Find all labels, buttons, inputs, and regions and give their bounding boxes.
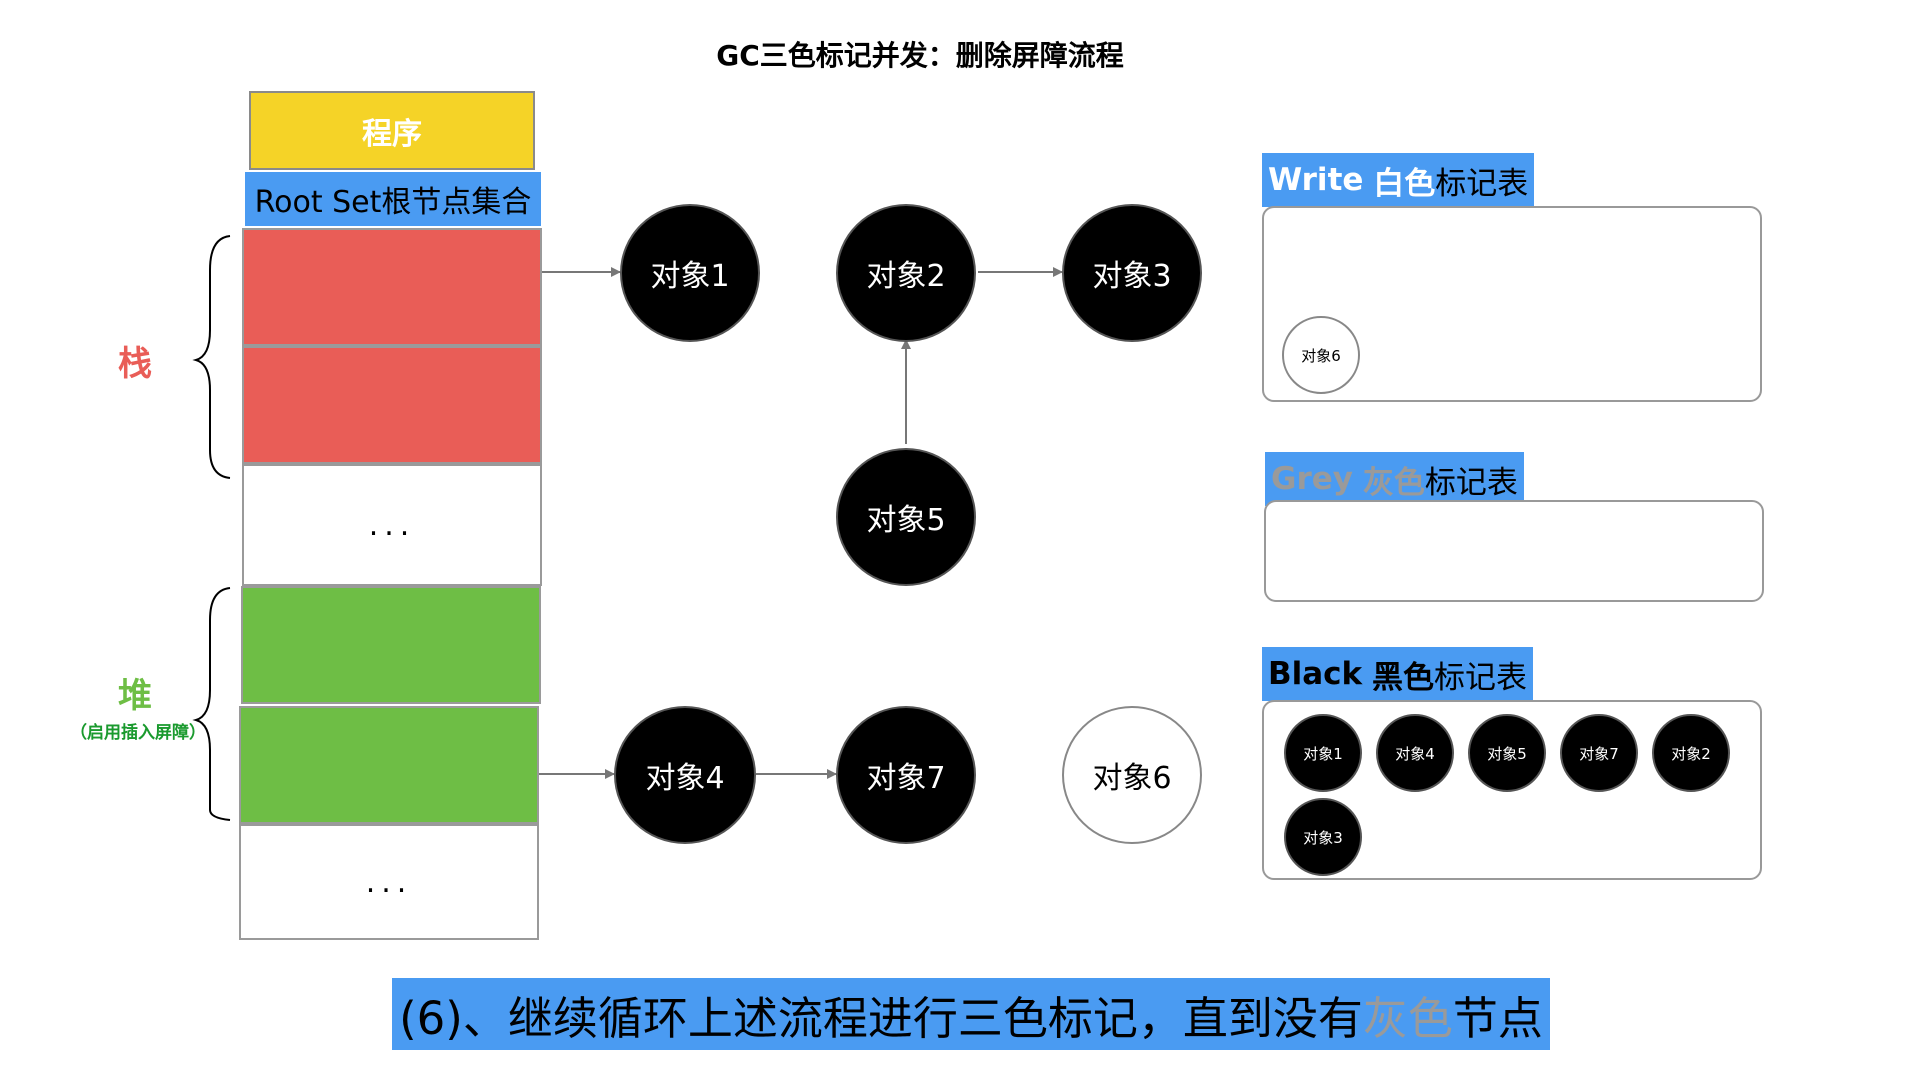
node-obj7: 对象7 [836,706,976,844]
black-table-item: 对象3 [1284,798,1362,876]
node-obj3: 对象3 [1062,204,1202,342]
diagram-title: GC三色标记并发：删除屏障流程 [716,39,1124,72]
stack-cell-1 [242,228,542,346]
grey-table-color-word: 灰色 [1362,464,1425,501]
black-table-en: Black [1268,656,1363,692]
caption-suffix: 节点 [1452,991,1543,1045]
grey-table-panel [1264,500,1764,602]
caption-prefix: (6)、继续循环上述流程进行三色标记，直到没有 [399,991,1363,1045]
stack-brace [192,235,231,479]
black-table-panel: 对象1 对象4 对象5 对象7 对象2 对象3 [1262,700,1762,880]
white-table-color-word: 白色 [1373,165,1436,202]
caption-highlight: 灰色 [1362,991,1453,1045]
node-obj1: 对象1 [620,204,760,342]
black-table-item: 对象4 [1376,714,1454,792]
root-set-label: Root Set根节点集合 [245,172,541,226]
node-obj4: 对象4 [614,706,756,844]
grey-table-suffix: 标记表 [1424,464,1518,501]
heap-label: 堆 [118,676,152,716]
step-caption-banner: (6)、继续循环上述流程进行三色标记，直到没有灰色节点 [392,978,1550,1050]
node-obj2: 对象2 [836,204,976,342]
heap-ellipsis-cell: ... [239,824,539,940]
program-box: 程序 [249,91,535,170]
black-table-item: 对象2 [1652,714,1730,792]
heap-cell-2 [239,706,539,824]
stack-cell-2 [242,346,542,464]
white-table-en: Write [1268,162,1364,198]
black-table-color-word: 黑色 [1372,659,1435,696]
node-obj6: 对象6 [1062,706,1202,844]
stack-ellipsis-cell: ... [242,464,542,586]
black-table-label: Black 黑色标记表 [1262,647,1534,701]
white-table-item: 对象6 [1282,316,1360,394]
black-table-suffix: 标记表 [1434,659,1528,696]
heap-brace [192,587,231,821]
black-table-item: 对象5 [1468,714,1546,792]
black-table-item: 对象7 [1560,714,1638,792]
heap-note: （启用插入屏障） [70,723,206,743]
heap-cell-1 [241,586,541,704]
black-table-item: 对象1 [1284,714,1362,792]
grey-table-en: Grey [1271,461,1353,497]
node-obj5: 对象5 [836,448,976,586]
white-table-label: Write 白色标记表 [1262,153,1535,207]
grey-table-label: Grey 灰色标记表 [1265,452,1524,506]
stack-label: 栈 [118,344,152,384]
white-table-panel: 对象6 [1262,206,1762,402]
white-table-suffix: 标记表 [1435,165,1529,202]
